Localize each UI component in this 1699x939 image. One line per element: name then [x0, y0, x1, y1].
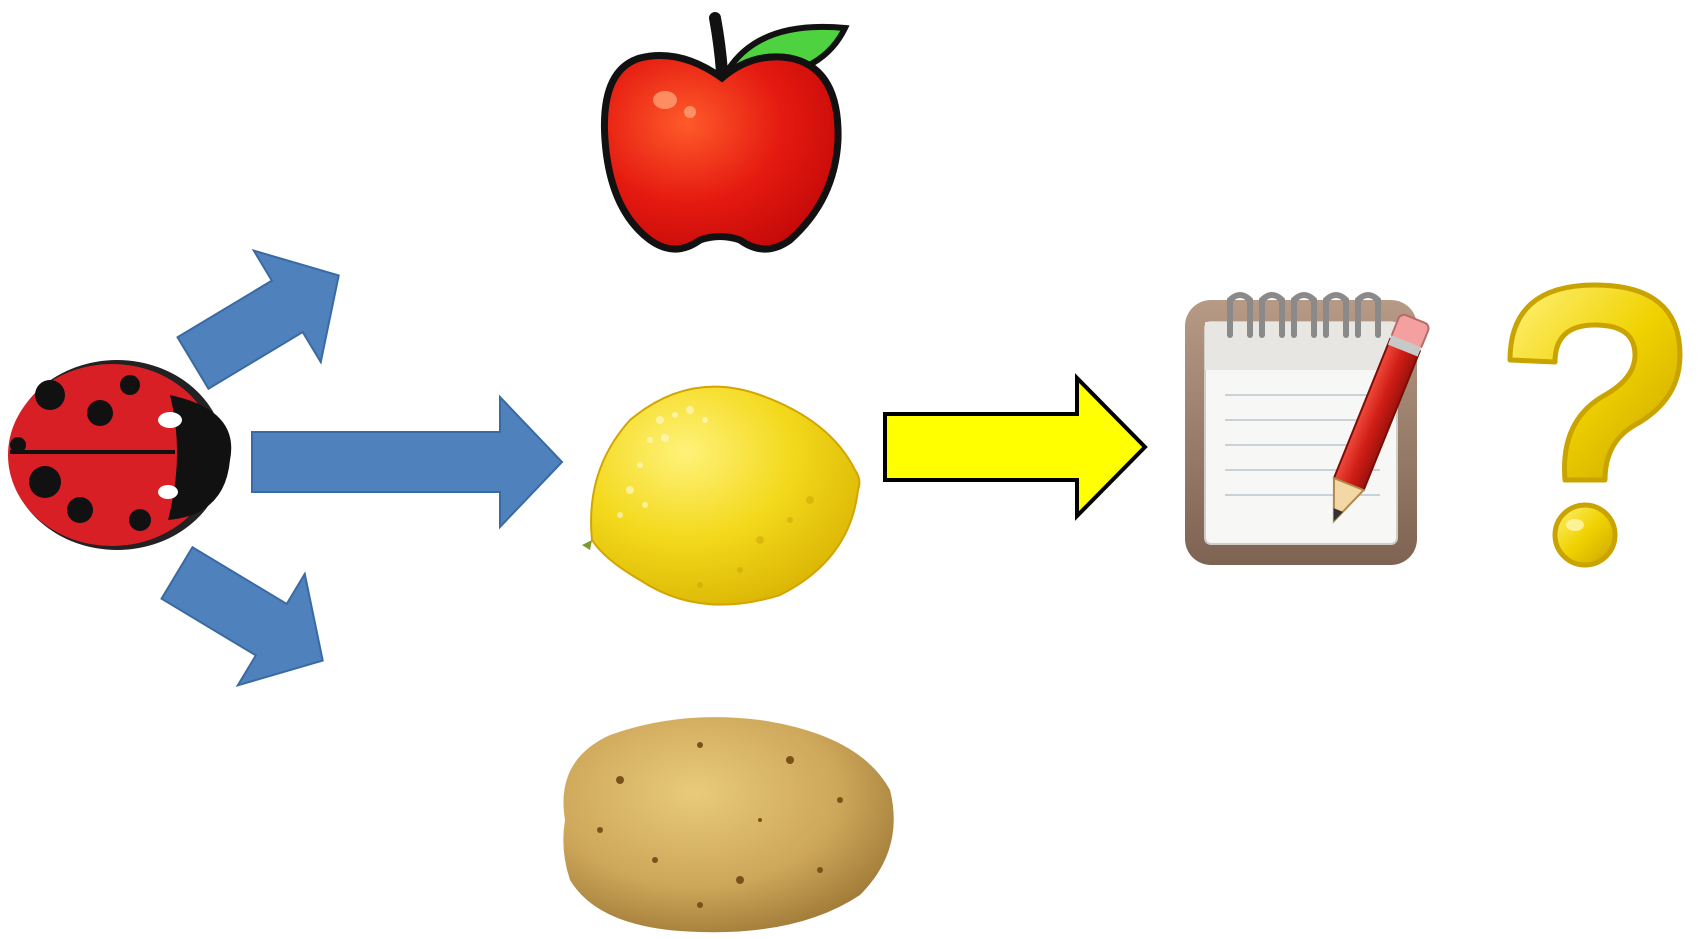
apple-icon [600, 12, 850, 253]
potato-icon [563, 717, 894, 933]
question-mark-icon [1507, 282, 1683, 568]
arrow-ladybug-to-potato [160, 545, 324, 688]
arrow-ladybug-to-apple [176, 248, 340, 391]
arrow-ladybug-to-lemon [251, 394, 564, 530]
arrow-lemon-to-notepad [883, 373, 1148, 521]
ladybug-icon [8, 360, 232, 550]
lemon-icon [582, 385, 861, 606]
notepad-pencil-icon [1185, 292, 1430, 565]
